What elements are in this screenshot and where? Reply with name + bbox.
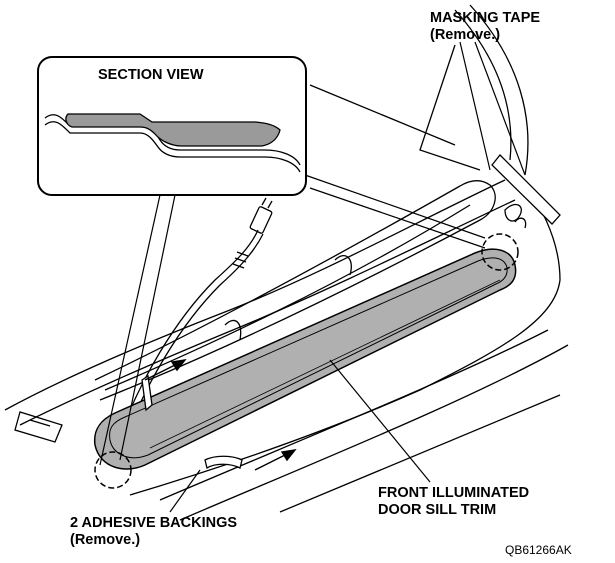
door-sill-trim-label: FRONT ILLUMINATED DOOR SILL TRIM (378, 485, 529, 519)
masking-tape-label-line2: (Remove.) (430, 27, 501, 43)
adhesive-backings-label-line1: 2 ADHESIVE BACKINGS (70, 515, 238, 531)
adhesive-backings-label: 2 ADHESIVE BACKINGS (Remove.) (70, 515, 237, 549)
body-panel-lines (4, 4, 569, 521)
adhesive-backing-tabs (141, 374, 243, 470)
adhesive-backings-label-line2: (Remove.) (70, 532, 141, 548)
section-profile-trim (65, 113, 281, 147)
wire-harness (117, 197, 273, 443)
leader-lines (99, 41, 526, 513)
section-view-title: SECTION VIEW (98, 67, 204, 83)
door-sill-trim-label-line1: FRONT ILLUMINATED (378, 485, 530, 501)
callout-circles (94, 233, 519, 489)
masking-tape-label: MASKING TAPE (Remove.) (430, 10, 540, 44)
door-sill-trim (93, 248, 517, 470)
connector-icon (249, 206, 273, 234)
masking-tape-label-line1: MASKING TAPE (430, 10, 541, 26)
door-sill-trim-label-line2: DOOR SILL TRIM (378, 502, 497, 518)
arrow-right-icon (170, 359, 187, 372)
arrow-right-icon (280, 449, 297, 462)
masking-tape (491, 154, 561, 225)
section-view-label: SECTION VIEW (98, 67, 204, 84)
section-profile-outline (44, 121, 301, 173)
section-profile-outline (44, 114, 301, 166)
section-view-box (37, 56, 307, 196)
direction-arrows (144, 359, 297, 471)
figure-code: QB61266AK (505, 543, 572, 557)
